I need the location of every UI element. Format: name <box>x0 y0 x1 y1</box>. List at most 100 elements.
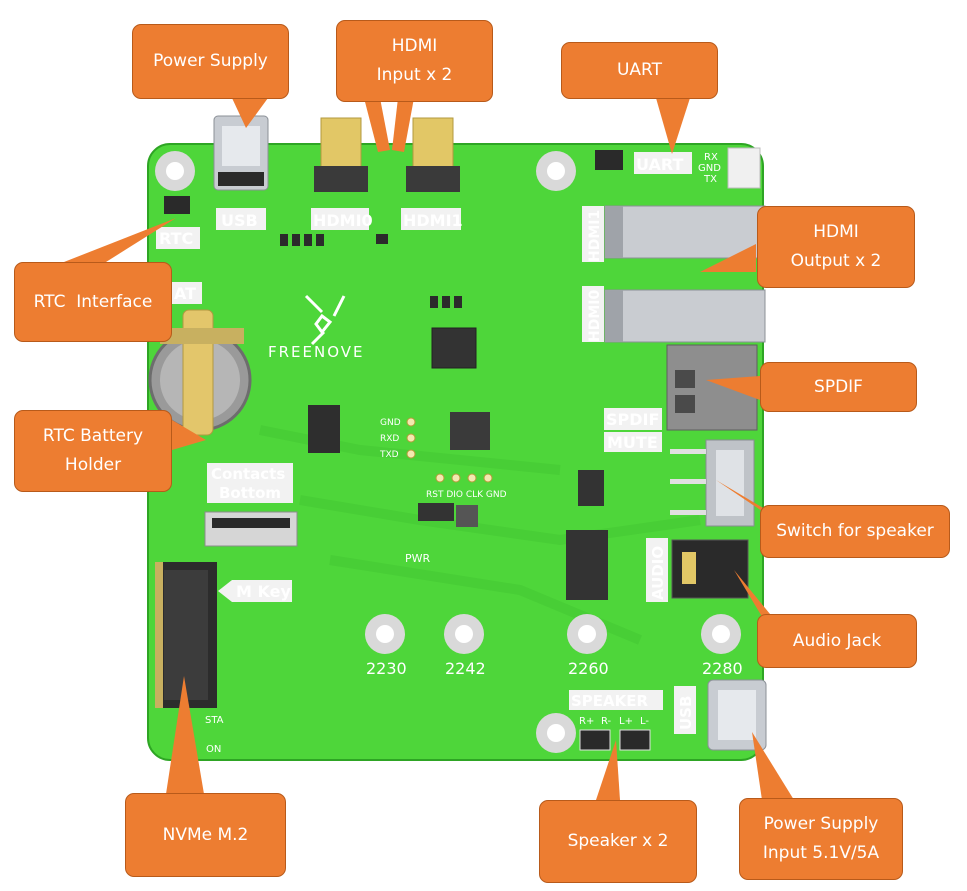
callout-rtc-battery-holder-text: RTC Battery Holder <box>43 422 143 480</box>
silk-bat: AT <box>174 284 196 303</box>
uart-header <box>727 147 761 189</box>
brand-freenove: FREENOVE <box>268 343 365 361</box>
label-2280: 2280 <box>702 659 743 678</box>
silk-speaker-rplus: R+ <box>579 716 594 727</box>
callout-uart: UART <box>561 42 718 99</box>
arrow-hdmi-output <box>700 244 756 272</box>
callout-hdmi-input-line1: HDMI <box>391 36 438 56</box>
silk-hdmi1: HDMI1 <box>403 211 463 230</box>
mounting-hole-2260 <box>567 614 607 654</box>
callout-spdif-text: SPDIF <box>814 376 863 397</box>
silk-uart-gnd: GND <box>698 163 721 174</box>
mounting-hole-2242 <box>444 614 484 654</box>
arrow-spdif <box>706 376 760 400</box>
label-2242: 2242 <box>445 659 486 678</box>
silk-pwr: PWR <box>405 552 431 565</box>
callout-rtc-battery-line2: Holder <box>64 455 122 475</box>
speaker-connector-right <box>579 729 611 751</box>
callout-hdmi-output-text: HDMI Output x 2 <box>791 218 882 276</box>
callout-speaker-text: Speaker x 2 <box>567 831 669 851</box>
callout-audio-jack-text: Audio Jack <box>792 630 882 651</box>
callout-nvme: NVMe M.2 <box>125 793 286 877</box>
silk-mute: MUTE <box>607 433 658 452</box>
debug-pins-vertical <box>406 417 416 459</box>
arrow-nvme <box>166 676 204 794</box>
mounting-hole-bottom-right <box>536 713 576 753</box>
silk-speaker-rminus: R- <box>601 716 612 727</box>
rtc-connector <box>164 196 190 214</box>
hdmi1-output-connector <box>604 205 766 259</box>
silk-debug-bottom: RST DIO CLK GND <box>426 490 507 500</box>
label-2230: 2230 <box>366 659 407 678</box>
callout-audio-jack: Audio Jack <box>757 614 917 668</box>
smd-components-top <box>280 234 462 308</box>
callout-rtc-interface: RTC Interface <box>14 262 172 342</box>
silk-rtc: RTC <box>159 229 193 248</box>
callout-rtc-battery-line1: RTC Battery <box>42 426 144 446</box>
callout-hdmi-input-text: HDMI Input x 2 <box>377 32 453 90</box>
arrow-hdmi-input-left <box>364 98 390 152</box>
callout-rtc-interface-text: RTC Interface <box>33 291 153 312</box>
chip-secondary <box>450 412 490 450</box>
callout-hdmi-output-line2: Output x 2 <box>790 251 882 271</box>
voltage-regulator <box>308 405 340 453</box>
callout-power-supply: Power Supply <box>132 24 289 99</box>
callout-rtc-battery-holder: RTC Battery Holder <box>14 410 172 492</box>
hdmi0-input-connector <box>314 117 368 192</box>
callout-switch-for-speaker: Switch for speaker <box>760 505 950 558</box>
callout-power-input-line2: Input 5.1V/5A <box>762 843 880 863</box>
callout-hdmi-output: HDMI Output x 2 <box>757 206 915 288</box>
silk-speaker: SPEAKER <box>571 692 649 710</box>
callout-power-input-line1: Power Supply <box>763 814 879 834</box>
uart-connector <box>595 150 623 170</box>
silk-hdmi0: HDMI0 <box>313 211 373 230</box>
callout-switch-for-speaker-text: Switch for speaker <box>776 521 934 541</box>
silk-usb-side: USB <box>677 696 695 730</box>
silk-speaker-lminus: L- <box>640 716 649 727</box>
callout-uart-text: UART <box>616 60 663 80</box>
callout-hdmi-output-line1: HDMI <box>813 222 859 242</box>
pwr-components <box>418 503 454 521</box>
mounting-hole-2230 <box>365 614 405 654</box>
freenove-logo <box>304 294 346 346</box>
mounting-hole-2280 <box>701 614 741 654</box>
silk-debug-rxd: RXD <box>380 434 399 444</box>
callout-spdif: SPDIF <box>760 362 917 412</box>
rtc-battery-holder <box>148 309 252 436</box>
arrow-battery <box>172 420 206 450</box>
silk-spdif: SPDIF <box>606 410 659 429</box>
speaker-switch <box>670 439 755 527</box>
arrow-uart <box>656 98 690 154</box>
mounting-hole-top-left <box>155 151 195 191</box>
mounting-hole-top-right <box>536 151 576 191</box>
debug-pins-horizontal <box>435 473 493 483</box>
audio-ic-small <box>578 470 604 506</box>
arrow-speaker <box>596 740 620 800</box>
fpc-connector <box>204 511 298 547</box>
callout-power-supply-input-text: Power Supply Input 5.1V/5A <box>763 810 879 868</box>
m2-slot <box>155 562 217 708</box>
silk-m-key: M Key <box>236 582 291 601</box>
speaker-connector-left <box>619 729 651 751</box>
main-chip <box>431 327 477 369</box>
silk-bottom: Bottom <box>219 484 281 502</box>
callout-nvme-text: NVMe M.2 <box>162 824 249 845</box>
callout-speaker: Speaker x 2 <box>539 800 697 883</box>
arrow-power-supply <box>232 98 268 128</box>
usb-c-power-top <box>213 115 269 191</box>
callout-hdmi-input: HDMI Input x 2 <box>336 20 493 102</box>
silk-debug-txd: TXD <box>379 450 399 460</box>
silk-hdmi0-vertical: HDMI0 <box>587 290 603 342</box>
silk-debug-gnd: GND <box>380 418 401 428</box>
label-2260: 2260 <box>568 659 609 678</box>
silk-uart-tx: TX <box>703 174 717 185</box>
silk-contacts: Contacts <box>211 465 285 483</box>
silk-on: ON <box>206 744 221 755</box>
callout-power-supply-text: Power Supply <box>153 51 268 71</box>
silk-audio-vertical: AUDIO <box>649 546 667 600</box>
audio-jack <box>671 539 749 599</box>
callout-hdmi-input-line2: Input x 2 <box>376 65 453 85</box>
usb-c-power-side <box>707 679 767 751</box>
arrow-rtc <box>64 218 176 262</box>
